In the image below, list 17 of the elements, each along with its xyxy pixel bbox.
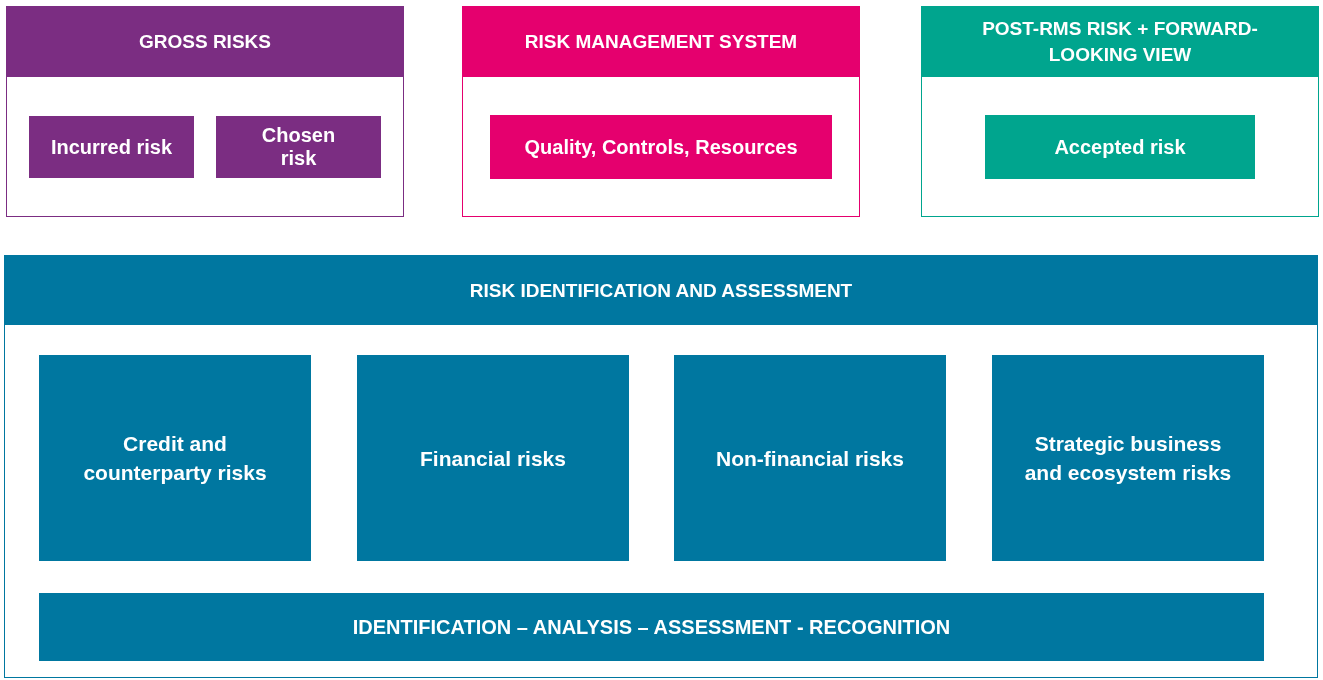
risk-box: Quality, Controls, Resources xyxy=(490,115,832,179)
process-bar: IDENTIFICATION – ANALYSIS – ASSESSMENT - RECOGNITION xyxy=(39,593,1264,661)
risk-box: Financial risks xyxy=(357,355,629,561)
risk-box: Non-financial risks xyxy=(674,355,946,561)
risk-box: Accepted risk xyxy=(985,115,1255,179)
panel-box xyxy=(462,6,860,217)
panel-title: POST-RMS RISK + FORWARD-LOOKING VIEW xyxy=(981,17,1259,67)
risk-box: Strategic business and ecosystem risks xyxy=(992,355,1264,561)
panel-title: RISK MANAGEMENT SYSTEM xyxy=(524,30,798,54)
panel-box xyxy=(4,255,1318,678)
risk-box: Incurred risk xyxy=(29,116,194,178)
risk-box: Chosen risk xyxy=(216,116,381,178)
panel-title: GROSS RISKS xyxy=(139,30,271,54)
panel-box xyxy=(6,6,404,217)
panel-box xyxy=(921,6,1319,217)
panel-title: RISK IDENTIFICATION AND ASSESSMENT xyxy=(469,278,853,303)
risk-box: Credit and counterparty risks xyxy=(39,355,311,561)
